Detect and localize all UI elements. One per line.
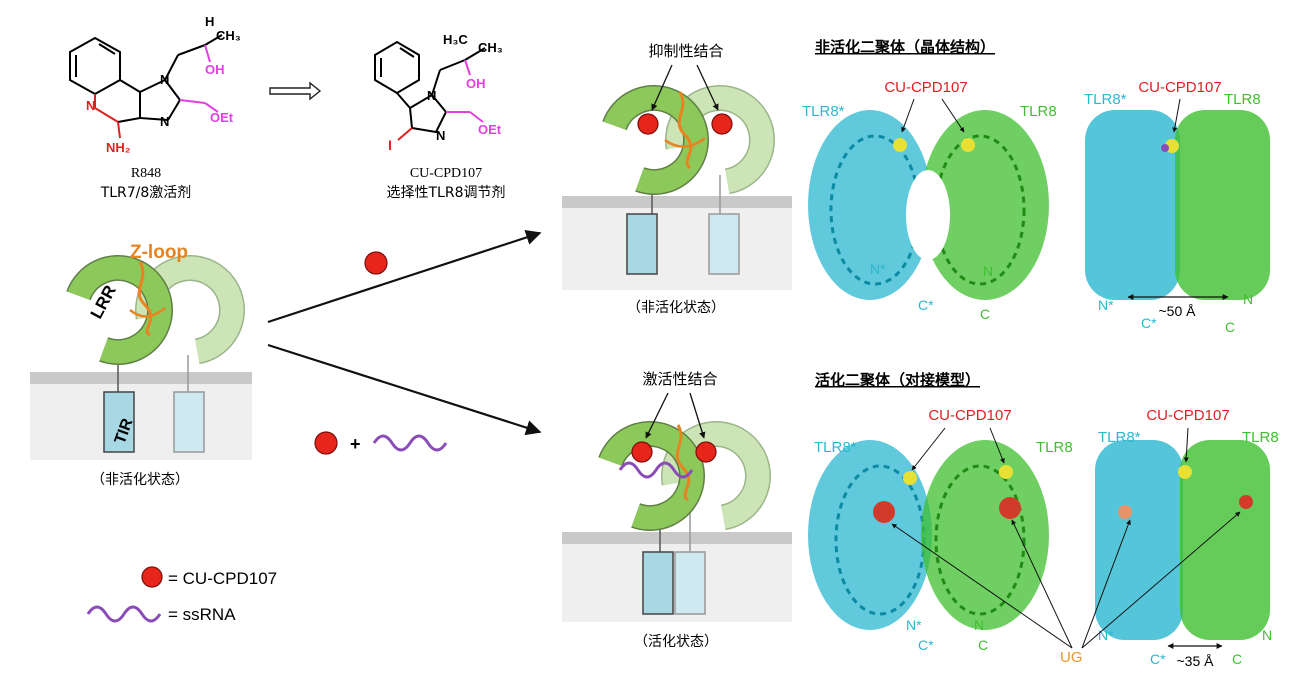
ligand-dot-upper [364,251,388,275]
bottom-right-distance: ~35 Å [1177,653,1215,669]
top-right-n: N [1243,291,1253,307]
protein-top-front [808,110,1049,300]
r848-oet: OEt [210,110,234,125]
legend-rna-label: = ssRNA [168,605,236,624]
top-panel-title: 非活化二聚体（晶体结构） [815,38,995,56]
ligand-dot-lower [314,431,338,455]
left-inactive-state-label: （非活化状态） [91,472,189,488]
cucpd107-iodine: I [388,137,392,153]
cucpd107-structure [374,40,486,141]
r848-n1: N [160,72,169,87]
middle-bottom-schematic [562,392,792,622]
bottom-left-tlr8star-label: TLR8* [814,439,857,456]
cucpd107-n3: N [436,128,445,143]
top-left-cstar: C* [918,297,934,313]
top-right-cstar: C* [1141,315,1157,331]
bottom-left-tlr8-label: TLR8 [1036,439,1073,456]
left-schematic [30,256,252,460]
activating-binding-label: 激活性结合 [642,370,717,388]
r848-name: R848 [131,166,161,181]
plus-sign: + [350,434,361,454]
legend-rna-icon [86,605,162,623]
bottom-right-tlr8-label: TLR8 [1242,429,1279,446]
r848-structure [69,34,223,139]
rna-wave-middle [372,434,448,452]
cucpd107-oh: OH [466,76,486,91]
legend-ligand-icon [141,566,163,588]
bottom-right-ligand-label: CU-CPD107 [1146,407,1229,424]
active-state-label: （活化状态） [634,634,718,650]
membrane-bar [30,372,252,384]
cucpd107-oet: OEt [478,122,502,137]
cytoplasm-area [30,384,252,460]
cucpd107-name: CU-CPD107 [410,166,482,181]
top-left-ligand-label: CU-CPD107 [884,79,967,96]
bottom-right-tlr8star-label: TLR8* [1098,429,1141,446]
hollow-arrow-icon [269,81,322,101]
top-right-tlr8-label: TLR8 [1224,91,1261,108]
top-right-c: C [1225,319,1235,335]
bottom-left-ligand-label: CU-CPD107 [928,407,1011,424]
protein-bottom-front [808,440,1049,630]
top-right-nstar: N* [1098,297,1114,313]
top-right-ligand-label: CU-CPD107 [1138,79,1221,96]
r848-n-label: N [86,98,95,113]
top-left-nstar: N* [870,261,886,277]
bottom-left-c: C [978,637,988,653]
bottom-right-nstar: N* [1098,627,1114,643]
middle-inactive-state-label: （非活化状态） [627,300,725,316]
top-right-tlr8star-label: TLR8* [1084,91,1127,108]
r848-nh2: NH₂ [106,140,131,155]
cucpd107-description: 选择性TLR8调节剂 [387,185,506,201]
inhibitory-binding-label: 抑制性结合 [648,42,723,60]
bottom-right-n: N [1262,627,1272,643]
bottom-left-nstar: N* [906,617,922,633]
tir-box-right-light [173,391,205,453]
bottom-right-cstar: C* [1150,651,1166,667]
bottom-left-cstar: C* [918,637,934,653]
ug-label: UG [1060,649,1083,666]
r848-h3c: H [205,14,214,29]
r848-description: TLR7/8激活剂 [100,184,192,201]
top-left-c: C [980,306,990,322]
bottom-left-n: N [974,617,984,633]
r848-oh: OH [205,62,225,77]
cucpd107-n1: N [427,88,436,103]
cucpd107-h3c: H₃C [443,32,468,47]
protein-bottom-side [1095,440,1270,640]
zloop-label: Z-loop [130,242,188,263]
protein-top-side [1085,110,1270,300]
middle-top-schematic [562,64,792,290]
r848-ch3: CH₃ [216,28,241,43]
bottom-panel-title: 活化二聚体（对接模型） [815,371,980,389]
top-left-n: N [983,263,993,279]
ug-pointer-lines [891,511,1241,649]
cucpd107-ch3: CH₃ [478,40,503,55]
tir-box-left [103,391,135,453]
legend-ligand-label: = CU-CPD107 [168,569,277,588]
r848-n3: N [160,114,169,129]
bottom-right-c: C [1232,651,1242,667]
top-left-tlr8-label: TLR8 [1020,103,1057,120]
arrow-to-activating [267,343,542,436]
top-right-distance: ~50 Å [1159,303,1197,319]
arrow-to-inhibitory [267,229,542,324]
top-left-tlr8star-label: TLR8* [802,103,845,120]
